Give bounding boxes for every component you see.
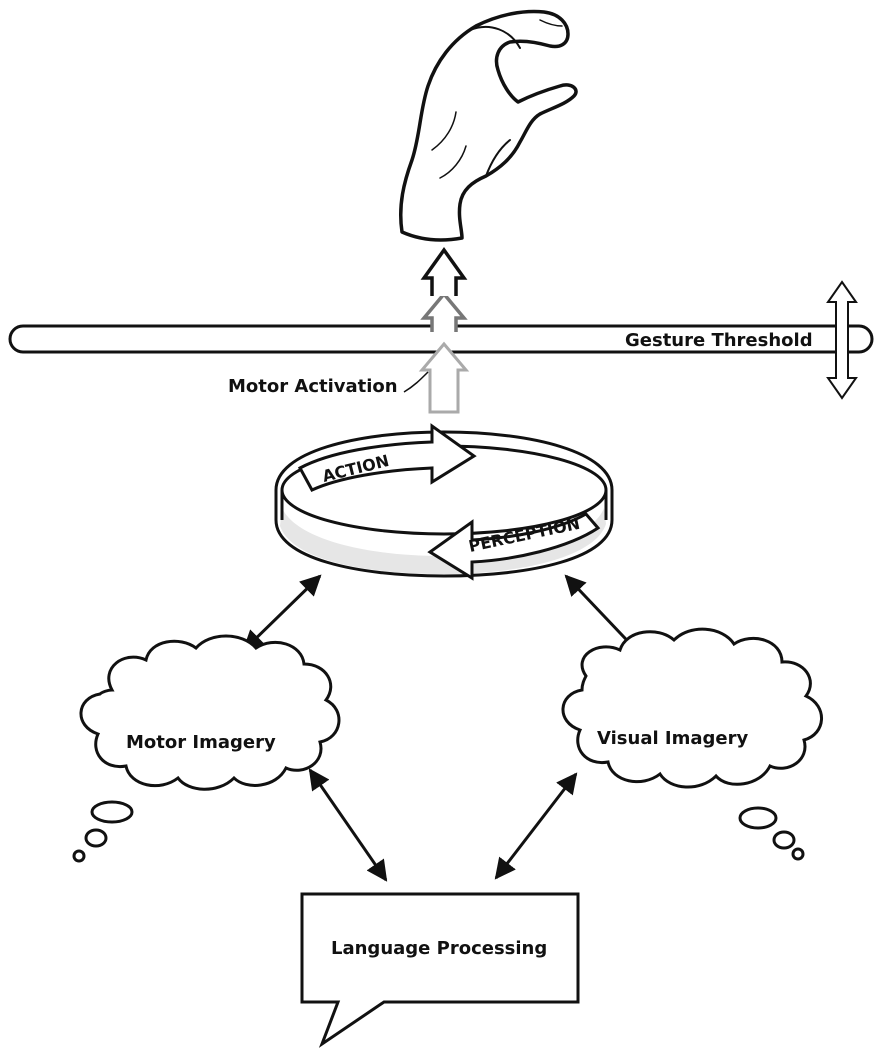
threshold-adjust-arrow <box>826 280 858 400</box>
perception-arrow <box>427 512 601 581</box>
activation-arrow-dark <box>420 246 468 296</box>
visual-imagery-cloud <box>561 627 823 861</box>
connector-arrows <box>242 574 642 882</box>
action-arrow <box>297 423 477 492</box>
action-perception-loop <box>274 423 614 581</box>
motor-imagery-to-language-arrow <box>308 768 388 882</box>
hand-illustration <box>398 9 578 242</box>
motor-activation-label: Motor Activation <box>228 376 398 397</box>
motor-activation-arrows <box>418 246 470 414</box>
language-processing-bubble <box>300 892 580 1048</box>
motor-imagery-label: Motor Imagery <box>126 732 276 753</box>
visual-imagery-to-language-arrow <box>494 772 578 880</box>
gesture-threshold-label: Gesture Threshold <box>625 330 813 351</box>
loop-to-motor-imagery-arrow <box>242 574 322 652</box>
motor-imagery-cloud <box>72 634 341 863</box>
motor-activation-leader <box>403 371 429 393</box>
activation-arrow-light <box>418 341 470 414</box>
language-processing-label: Language Processing <box>331 938 547 959</box>
visual-imagery-label: Visual Imagery <box>597 728 748 749</box>
